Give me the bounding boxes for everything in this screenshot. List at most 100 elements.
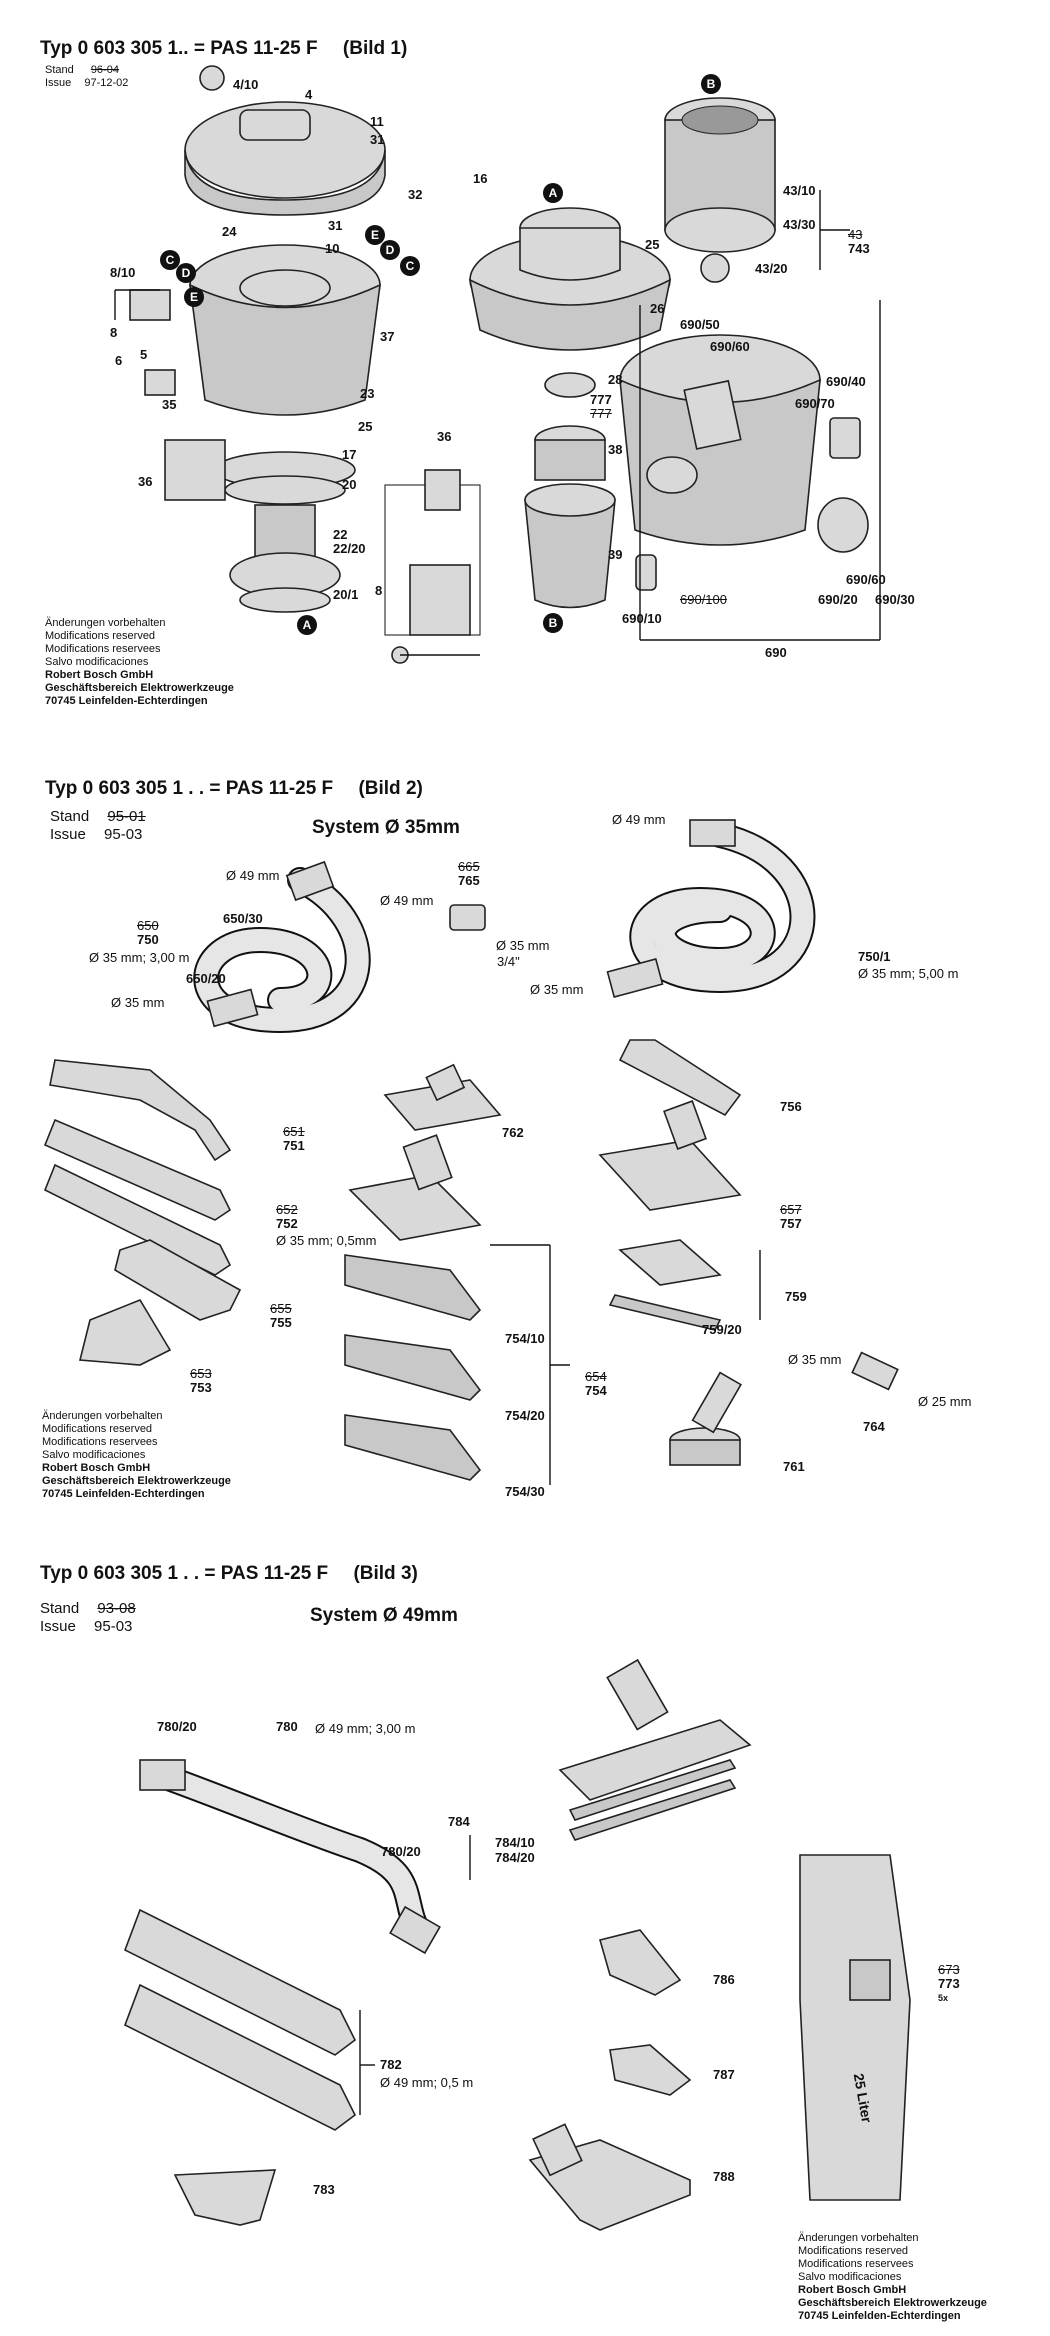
dim-hose-750: Ø 35 mm; 3,00 m <box>89 950 190 965</box>
stand-label: Stand <box>50 808 90 825</box>
label-773-old: 673 <box>938 1962 960 1977</box>
label-752-old: 652 <box>276 1202 298 1217</box>
footer-address: 70745 Leinfelden-Echterdingen <box>798 2310 961 2322</box>
footer-company: Robert Bosch GmbH <box>798 2284 907 2296</box>
filter-assembly-part <box>468 207 672 609</box>
label-762: 762 <box>502 1125 524 1140</box>
label-754-10: 754/10 <box>505 1331 545 1346</box>
floor-nozzle-784-part <box>558 1658 752 1841</box>
label-28: 28 <box>608 372 623 387</box>
dim-49-c: Ø 49 mm <box>612 812 666 827</box>
label-777-old: 777 <box>590 406 612 421</box>
label-43-10: 43/10 <box>783 183 816 198</box>
issue-value: 95-03 <box>104 826 143 843</box>
issue-label: Issue <box>50 826 86 843</box>
label-5: 5 <box>140 347 148 362</box>
marker-b-bottom: B <box>543 613 563 633</box>
label-690-100-old: 690/100 <box>680 592 727 607</box>
issue-label: Issue <box>45 77 72 89</box>
footer-division: Geschäftsbereich Elektrowerkzeuge <box>45 682 234 694</box>
nozzle-786-part <box>599 1929 682 1996</box>
sheet2-stand: Stand 95-01 Issue 95-03 <box>50 808 146 844</box>
title-bild: (Bild 1) <box>342 38 408 59</box>
title-prefix: Typ <box>40 1563 73 1584</box>
stand-value: 95-01 <box>107 808 146 825</box>
label-690: 690 <box>765 645 787 660</box>
label-777-text: 777 <box>590 392 612 407</box>
title-main: 0 603 305 1 . . = PAS 11-25 F <box>82 778 334 799</box>
label-690-60-b: 690/60 <box>846 572 886 587</box>
dim-35-a: Ø 35 mm <box>111 995 165 1010</box>
sheet2-footer: Änderungen vorbehalten Modifications res… <box>42 1410 231 1501</box>
dim-tube-782: Ø 49 mm; 0,5 m <box>380 2075 474 2090</box>
sheet1-stand: Stand 96-04 Issue 97-12-02 <box>45 64 128 90</box>
title-bild: (Bild 2) <box>358 778 423 799</box>
dim-tube-752: Ø 35 mm; 0,5mm <box>276 1233 377 1248</box>
label-20-1: 20/1 <box>333 587 359 602</box>
label-36-b: 36 <box>437 429 452 444</box>
label-690-10: 690/10 <box>622 611 662 626</box>
footer-line: Modifications reserved <box>45 630 156 642</box>
marker-a-top: A <box>543 183 563 203</box>
marker-d-mid: D <box>380 240 400 260</box>
nozzle-787-part <box>609 2044 692 2096</box>
footer-address: 70745 Leinfelden-Echterdingen <box>45 695 208 707</box>
label-8-10: 8/10 <box>110 265 136 280</box>
sheet1-title: Typ 0 603 305 1.. = PAS 11-25 F (Bild 1) <box>40 38 407 60</box>
label-17: 17 <box>342 447 357 462</box>
footer-line: Änderungen vorbehalten <box>45 617 166 629</box>
stand-value: 93-08 <box>97 1600 136 1617</box>
label-755-text: 755 <box>270 1315 292 1330</box>
label-759-20: 759/20 <box>702 1322 742 1337</box>
lid-part <box>184 65 386 216</box>
label-690-60-a: 690/60 <box>710 339 750 354</box>
label-755-old: 655 <box>270 1301 292 1316</box>
sheet2-title: Typ 0 603 305 1 . . = PAS 11-25 F (Bild … <box>45 778 423 800</box>
footer-line: Änderungen vorbehalten <box>42 1410 163 1422</box>
tube-752a-part <box>43 1118 232 1221</box>
label-43-20: 43/20 <box>755 261 788 276</box>
label-650-20: 650/20 <box>186 971 226 986</box>
label-753-text: 753 <box>190 1380 212 1395</box>
footer-line: Salvo modificaciones <box>798 2271 902 2283</box>
dim-hose-750-1: Ø 35 mm; 5,00 m <box>858 966 959 981</box>
switch-part <box>114 289 226 501</box>
footer-division: Geschäftsbereich Elektrowerkzeuge <box>42 1475 231 1487</box>
issue-value: 97-12-02 <box>84 77 129 89</box>
stand-label: Stand <box>40 1600 80 1617</box>
hose-750-1-part <box>606 819 816 999</box>
label-784-20: 784/20 <box>495 1850 535 1865</box>
footer-company: Robert Bosch GmbH <box>42 1462 151 1474</box>
crevice-756-part <box>618 1039 742 1117</box>
label-787: 787 <box>713 2067 735 2082</box>
label-22-20: 22/20 <box>333 541 366 556</box>
label-751-text: 751 <box>283 1138 305 1153</box>
label-754-old: 654 <box>585 1369 607 1384</box>
stand-label: Stand <box>45 64 74 76</box>
label-690-40: 690/40 <box>826 374 866 389</box>
label-757-text: 757 <box>780 1216 802 1231</box>
footer-division: Geschäftsbereich Elektrowerkzeuge <box>798 2297 987 2309</box>
label-8: 8 <box>110 325 118 340</box>
label-784: 784 <box>448 1814 470 1829</box>
dim-35-b: Ø 35 mm <box>496 938 550 953</box>
marker-b-top: B <box>701 74 721 94</box>
label-37: 37 <box>380 329 395 344</box>
label-690-70: 690/70 <box>795 396 835 411</box>
dim-35-d: Ø 35 mm <box>788 1352 842 1367</box>
footer-line: Salvo modificaciones <box>42 1449 146 1461</box>
strip-754-10 <box>344 1254 482 1321</box>
label-780-20-a: 780/20 <box>157 1719 197 1734</box>
footer-line: Modifications reservees <box>45 643 161 655</box>
dim-hose-780: Ø 49 mm; 3,00 m <box>315 1721 416 1736</box>
sheet3-system: System Ø 49mm <box>310 1605 458 1626</box>
issue-label: Issue <box>40 1618 76 1635</box>
marker-a-bottom: A <box>297 615 317 635</box>
tube-782b-part <box>123 1983 357 2131</box>
label-35: 35 <box>162 397 177 412</box>
label-754-text: 754 <box>585 1383 607 1398</box>
label-4-10: 4/10 <box>233 77 259 92</box>
